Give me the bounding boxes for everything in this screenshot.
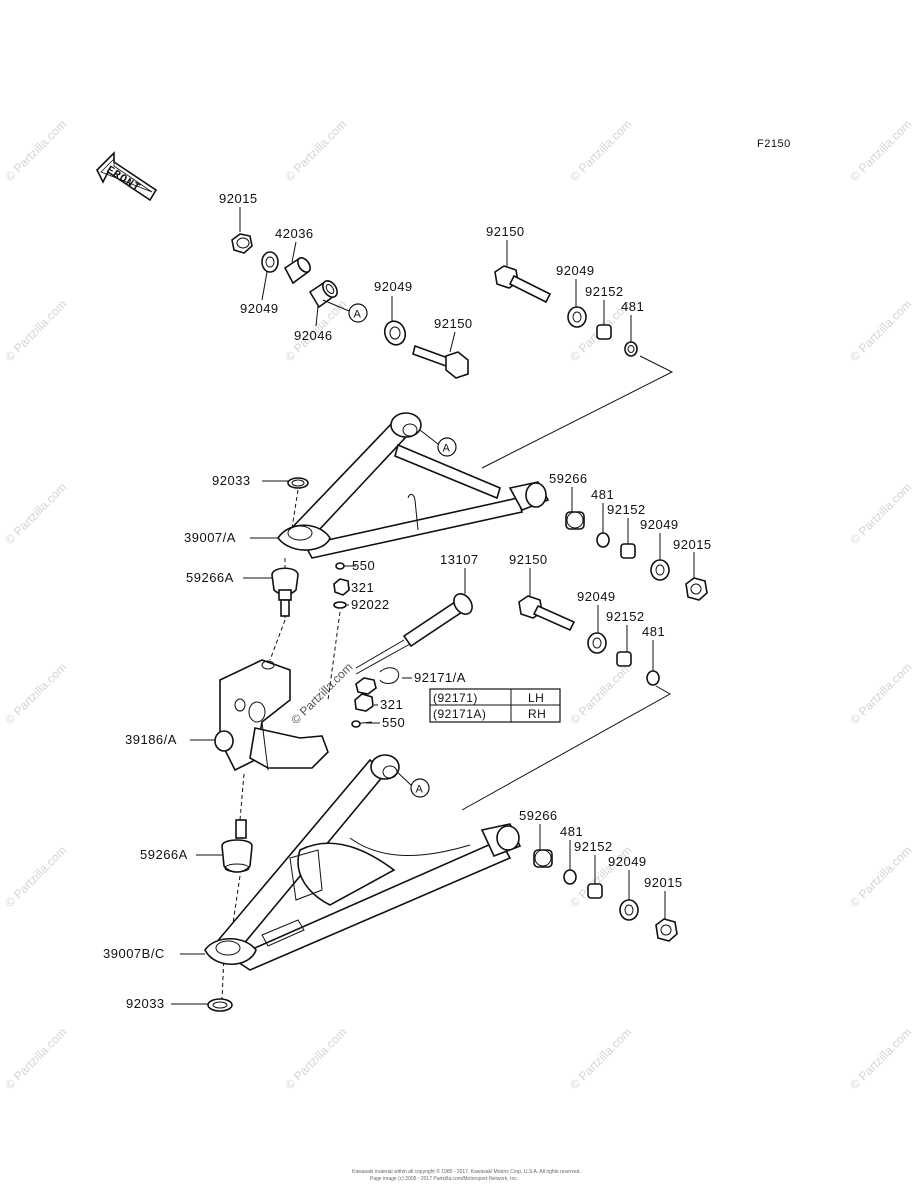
part-label[interactable]: 92015 [673,537,712,552]
part-label[interactable]: 92152 [606,609,645,624]
part-label[interactable]: 13107 [440,552,479,567]
watermark: © Partzilla.com [288,660,355,727]
part-label[interactable]: 92049 [556,263,595,278]
assembly-lines [221,355,674,1001]
part-label[interactable]: 92022 [351,597,390,612]
part-label[interactable]: 39007/A [184,530,236,545]
part-label[interactable]: 92171/A [414,670,466,685]
part-label[interactable]: 92150 [509,552,548,567]
part-label[interactable]: 321 [351,580,374,595]
seal-92033-bottom [207,998,233,1012]
watermark: © Partzilla.com [847,843,914,910]
part-label[interactable]: 92049 [640,517,679,532]
part-label[interactable]: 92015 [644,875,683,890]
watermark: © Partzilla.com [567,660,634,727]
watermark: © Partzilla.com [2,660,69,727]
watermark: © Partzilla.com [2,843,69,910]
upper-a-arm [277,412,550,559]
table-row-part: (92171A) [433,707,486,721]
part-label[interactable]: 92150 [486,224,525,239]
footer-copyright: Kawasaki material within all copyright ©… [352,1168,581,1175]
part-label[interactable]: 39007B/C [103,946,165,961]
part-label[interactable]: 481 [642,624,665,639]
part-label[interactable]: 92152 [585,284,624,299]
part-label[interactable]: 92049 [374,279,413,294]
ball-joint-bottom [221,819,253,873]
upper-arm-pivot-hardware [231,233,638,379]
side-table: (92171) LH (92171A) RH [429,688,561,723]
part-number-labels: 92015 42036 92049 92046 92049 92150 9215… [103,191,712,1011]
table-row-side: LH [528,691,544,705]
lower-a-arm [204,754,522,971]
table-row-side: RH [528,707,546,721]
watermark: © Partzilla.com [2,117,69,184]
callout-a-label: A [443,443,451,455]
watermark: © Partzilla.com [282,117,349,184]
watermark: © Partzilla.com [847,117,914,184]
watermark: © Partzilla.com [567,117,634,184]
watermark: © Partzilla.com [567,1025,634,1092]
diagram-code: F2150 [757,138,791,150]
callout-a: A A A [322,299,457,798]
seal-92033-top [287,477,309,489]
watermark: © Partzilla.com [2,480,69,547]
part-label[interactable]: 550 [382,715,405,730]
callout-a-label: A [354,309,362,321]
watermark: © Partzilla.com [2,1025,69,1092]
mid-right-hardware [518,595,660,686]
watermark: © Partzilla.com [847,297,914,364]
part-label[interactable]: 59266A [186,570,234,585]
footer-credit: Page image (c) 2005 - 2017 Partzilla.com… [370,1176,518,1182]
upper-arm-right-hardware [565,511,708,601]
part-label[interactable]: 92049 [577,589,616,604]
part-label[interactable]: 92015 [219,191,258,206]
tie-rod-hardware [333,562,473,728]
part-label[interactable]: 481 [591,487,614,502]
part-label[interactable]: 92152 [607,502,646,517]
callout-a-label: A [416,784,424,796]
part-label[interactable]: 321 [380,697,403,712]
part-label[interactable]: 92033 [212,473,251,488]
part-label[interactable]: 92033 [126,996,165,1011]
watermark: © Partzilla.com [847,1025,914,1092]
part-label[interactable]: 59266 [519,808,558,823]
front-arrow: FRONT [96,151,158,202]
footer: Kawasaki material within all copyright ©… [352,1168,581,1182]
part-label[interactable]: 92049 [240,301,279,316]
watermark: © Partzilla.com [2,297,69,364]
part-label[interactable]: 92150 [434,316,473,331]
watermark: © Partzilla.com [282,1025,349,1092]
part-label[interactable]: 59266A [140,847,188,862]
part-label[interactable]: 481 [621,299,644,314]
leader-lines [171,207,695,1005]
steering-knuckle [214,659,329,772]
part-label[interactable]: 481 [560,824,583,839]
watermark: © Partzilla.com [847,480,914,547]
part-label[interactable]: 550 [352,558,375,573]
part-label[interactable]: 92046 [294,328,333,343]
table-row-part: (92171) [433,691,478,705]
watermark: © Partzilla.com [847,660,914,727]
part-label[interactable]: 42036 [275,226,314,241]
ball-joint-top [271,567,299,618]
part-label[interactable]: 92049 [608,854,647,869]
part-label[interactable]: 92152 [574,839,613,854]
part-label[interactable]: 39186/A [125,732,177,747]
part-label[interactable]: 59266 [549,471,588,486]
